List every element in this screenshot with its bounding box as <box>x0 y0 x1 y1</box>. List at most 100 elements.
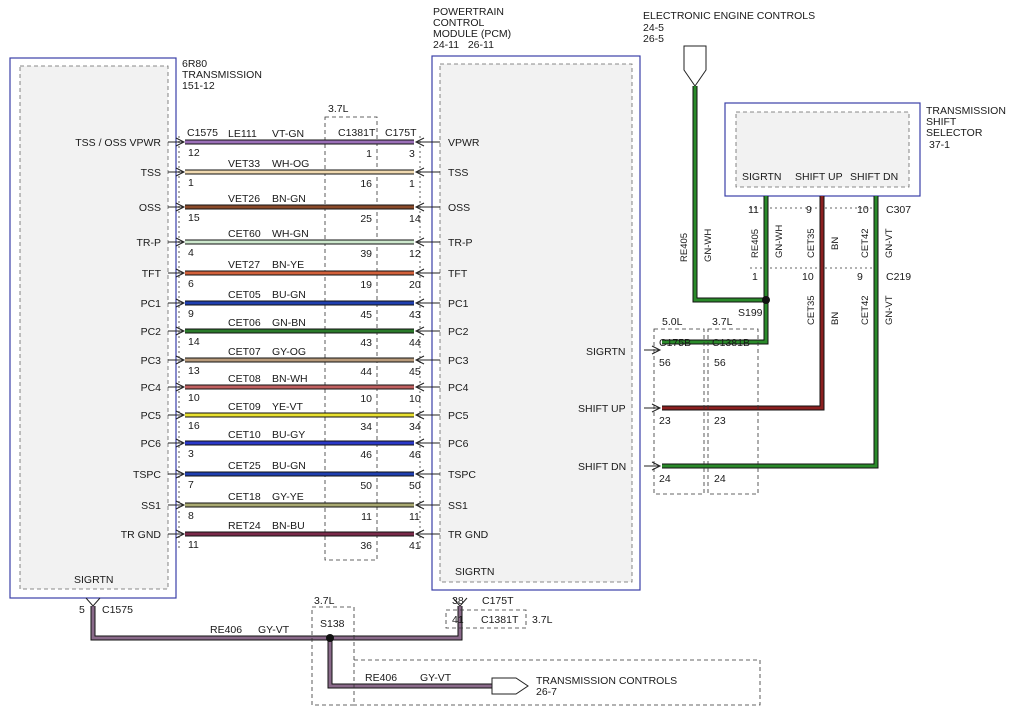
wire-circuit-10: CET10 <box>228 429 261 441</box>
transmission-sub: TRANSMISSION <box>182 69 262 81</box>
wire-color-7: GY-OG <box>272 346 306 358</box>
wire-right-pin-7: 45 <box>409 366 421 378</box>
wire-color-9: YE-VT <box>272 401 304 413</box>
wire-mid-pin-11: 50 <box>360 480 372 492</box>
c175b-pin-0: 56 <box>659 357 671 369</box>
wire-left-pin-1: 1 <box>188 177 194 189</box>
wire-left-label-3: TR-P <box>137 237 162 249</box>
s199-splice <box>762 296 770 304</box>
wire-right-pin-13: 41 <box>409 540 421 552</box>
pcm-line2: CONTROL <box>433 17 484 29</box>
wire-left-label-13: TR GND <box>121 529 162 541</box>
wire-mid-pin-10: 46 <box>360 449 372 461</box>
wire-color-1: WH-OG <box>272 158 309 170</box>
transmission-ref: 151-12 <box>182 80 215 92</box>
wire-right-pin-3: 12 <box>409 248 421 260</box>
wire-color-10: BU-GY <box>272 429 305 441</box>
pcm-sigrtn-pin-top: 38 <box>452 595 464 607</box>
pcm-pin-shift-dn: SHIFT DN <box>578 461 626 473</box>
wire-left-pin-10: 3 <box>188 448 194 460</box>
eec-arrow-icon <box>683 45 707 87</box>
wire-left-pin-12: 8 <box>188 510 194 522</box>
wire-color-5: BU-GN <box>272 289 306 301</box>
wire-left-label-7: PC3 <box>141 355 162 367</box>
wire-color-2: BN-GN <box>272 193 306 205</box>
selector-ref: 37-1 <box>929 139 950 151</box>
wire-left-label-12: SS1 <box>141 500 161 512</box>
wire-circuit-13: RET24 <box>228 520 261 532</box>
wire-left-pin-13: 11 <box>188 539 199 551</box>
pcm-line3: MODULE (PCM) <box>433 28 511 40</box>
wire-color-12: GY-YE <box>272 491 304 503</box>
wire-right-label-13: TR GND <box>448 529 489 541</box>
wire-circuit-11: CET25 <box>228 460 261 472</box>
pcm-pin-sigrtn: SIGRTN <box>586 346 625 358</box>
c175t-label: C175T <box>385 127 417 139</box>
c175b-pin-1: 23 <box>659 415 671 427</box>
transmission-name: 6R80 <box>182 58 207 70</box>
wire-circuit-4: VET27 <box>228 259 260 271</box>
pcm-sigrtn-connector: C175T <box>482 595 514 607</box>
c175b-box <box>653 328 705 495</box>
c1575-label: C1575 <box>187 127 218 139</box>
c307-pin-2: 10 <box>857 204 869 216</box>
s138-option-box <box>311 606 355 706</box>
wire-right-pin-4: 20 <box>409 279 421 291</box>
wire-left-label-5: PC1 <box>141 298 162 310</box>
wire-color-13: BN-BU <box>272 520 305 532</box>
sigrtn-color-label: GY-VT <box>258 624 290 636</box>
wire-left-label-4: TFT <box>142 268 162 280</box>
wire-right-pin-8: 10 <box>409 393 421 405</box>
c1381t-option: 3.7L <box>328 103 349 115</box>
pcm-line1: POWERTRAIN <box>433 6 504 18</box>
c1381b-pin-1: 23 <box>714 415 726 427</box>
eec-color-label: GN-WH <box>703 229 714 262</box>
c1381b-box <box>707 328 759 495</box>
eec-section: ELECTRONIC ENGINE CONTROLS 24-5 26-5 <box>643 10 815 87</box>
wire-mid-pin-8: 10 <box>360 393 372 405</box>
wire-color-3: WH-GN <box>272 228 309 240</box>
sel-circuit-1-b: CET35 <box>806 295 817 325</box>
sel-color-0-a: GN-WH <box>774 225 785 258</box>
wire-right-label-11: TSPC <box>448 469 476 481</box>
wire-left-pin-4: 6 <box>188 278 194 290</box>
wire-right-pin-5: 43 <box>409 309 421 321</box>
wire-circuit-7: CET07 <box>228 346 261 358</box>
sigrtn-circuit-label: RE406 <box>210 624 242 636</box>
wire-color-6: GN-BN <box>272 317 306 329</box>
pcm-module: POWERTRAIN CONTROL MODULE (PCM) 24-11 26… <box>431 6 641 591</box>
wire-circuit-0: LE111 <box>228 128 257 140</box>
wire-mid-pin-1: 16 <box>360 178 372 190</box>
wire-right-label-3: TR-P <box>448 237 473 249</box>
wire-mid-pin-7: 44 <box>360 366 372 378</box>
c307-pin-1: 9 <box>806 204 812 216</box>
selector-line2: SHIFT <box>926 116 957 128</box>
wire-mid-pin-3: 39 <box>360 248 372 260</box>
wire-left-label-11: TSPC <box>133 469 161 481</box>
transmission-module: 6R80 TRANSMISSION 151-12 SIGRTN <box>9 57 262 599</box>
wire-color-8: BN-WH <box>272 373 308 385</box>
sel-color-1-b: BN <box>830 312 841 325</box>
wire-circuit-1: VET33 <box>228 158 260 170</box>
s199-label: S199 <box>738 307 763 319</box>
selector-pin-shift-up: SHIFT UP <box>795 171 843 183</box>
pcm-sigrtn-label: SIGRTN <box>455 566 494 578</box>
selector-line1: TRANSMISSION <box>926 105 1006 117</box>
wire-mid-pin-0: 1 <box>366 148 372 160</box>
wire-right-label-10: PC6 <box>448 438 469 450</box>
wire-left-pin-0: 12 <box>188 147 200 159</box>
eec-name: ELECTRONIC ENGINE CONTROLS <box>643 10 815 22</box>
wire-right-pin-12: 11 <box>409 511 420 523</box>
selector-wires <box>662 86 879 469</box>
wire-right-label-7: PC3 <box>448 355 469 367</box>
wire-left-pin-3: 4 <box>188 247 194 259</box>
sigrtn-color-label-2: GY-VT <box>420 672 452 684</box>
